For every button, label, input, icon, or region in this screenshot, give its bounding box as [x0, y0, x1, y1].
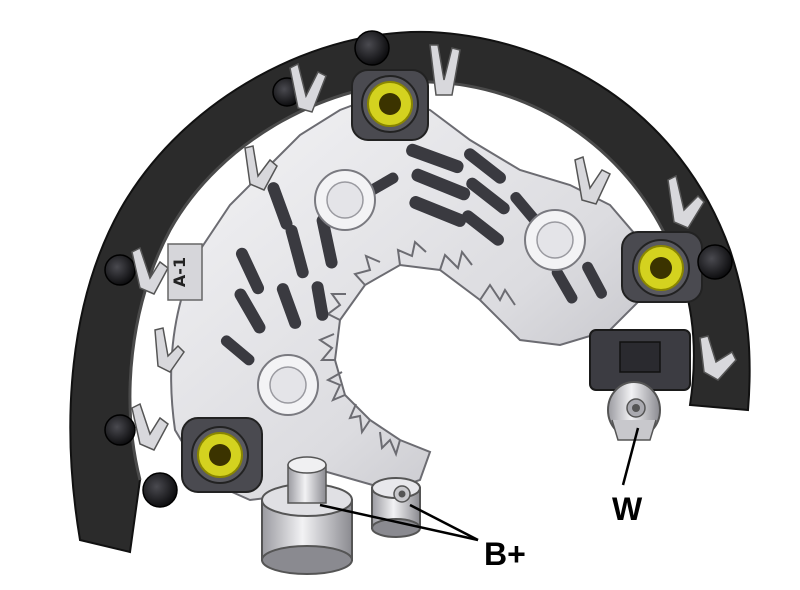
terminal-clip-icon — [429, 44, 461, 96]
rubber-grommet-icon — [142, 472, 178, 508]
terminal-clip-icon — [244, 145, 278, 191]
b-plus-terminals — [261, 456, 421, 575]
cooling-slot — [464, 148, 506, 184]
b-plus-terminal-label: B+ — [484, 536, 526, 572]
cooling-slot — [285, 224, 309, 279]
part-stamp-label: A-1 — [170, 257, 189, 287]
terminal-clip-icon — [667, 174, 705, 229]
cooling-slot — [267, 182, 293, 230]
diode-bosses — [257, 169, 586, 416]
rubber-grommet-icon — [354, 30, 390, 66]
cooling-slot — [235, 247, 265, 295]
diode-boss-center — [269, 366, 307, 404]
diode-boss-center — [536, 221, 574, 259]
cooling-slot — [551, 267, 578, 304]
brass-insert-icon — [181, 417, 263, 493]
rubber-grommet-icon — [104, 414, 136, 446]
cooling-slot — [409, 196, 467, 227]
b-plus-leader-line-small — [409, 503, 479, 542]
regulator-block — [589, 329, 691, 391]
cooling-slot — [316, 214, 338, 269]
cooling-slot — [276, 283, 302, 329]
b-plus-large-post — [261, 456, 353, 575]
rubber-grommet-icon — [697, 244, 733, 280]
grommets — [104, 30, 733, 508]
cooling-slot — [582, 261, 608, 299]
terminal-clip-icon — [574, 155, 611, 205]
b-plus-leader-line-large — [319, 503, 479, 542]
cooling-slot — [406, 143, 464, 174]
w-terminal-label: W — [612, 491, 643, 527]
part-stamp-block: A-1 — [167, 243, 203, 301]
terminal-clip-icon — [699, 335, 737, 381]
terminal-clip-icon — [131, 246, 169, 295]
rubber-grommet-icon — [104, 254, 136, 286]
terminal-clips — [131, 44, 737, 451]
cooling-slot — [411, 168, 471, 201]
brass-insert-icon — [621, 231, 703, 303]
cooling-slot — [220, 335, 255, 366]
cooling-slot — [462, 210, 504, 246]
terminal-clip-icon — [289, 62, 327, 113]
terminal-clip-icon — [131, 402, 169, 451]
leader-lines — [319, 427, 640, 542]
brass-insert-icon — [351, 69, 429, 141]
terminal-clip-icon — [154, 327, 185, 373]
cooling-slot — [311, 281, 329, 321]
w-terminal-bolt — [607, 381, 661, 441]
cooling-slot — [234, 288, 266, 334]
b-plus-small-post — [371, 477, 421, 538]
diode-boss-center — [326, 181, 364, 219]
cooling-slot — [466, 177, 510, 215]
outer-frame — [69, 30, 751, 554]
w-leader-line — [621, 427, 640, 486]
mounting-inserts — [181, 69, 703, 493]
